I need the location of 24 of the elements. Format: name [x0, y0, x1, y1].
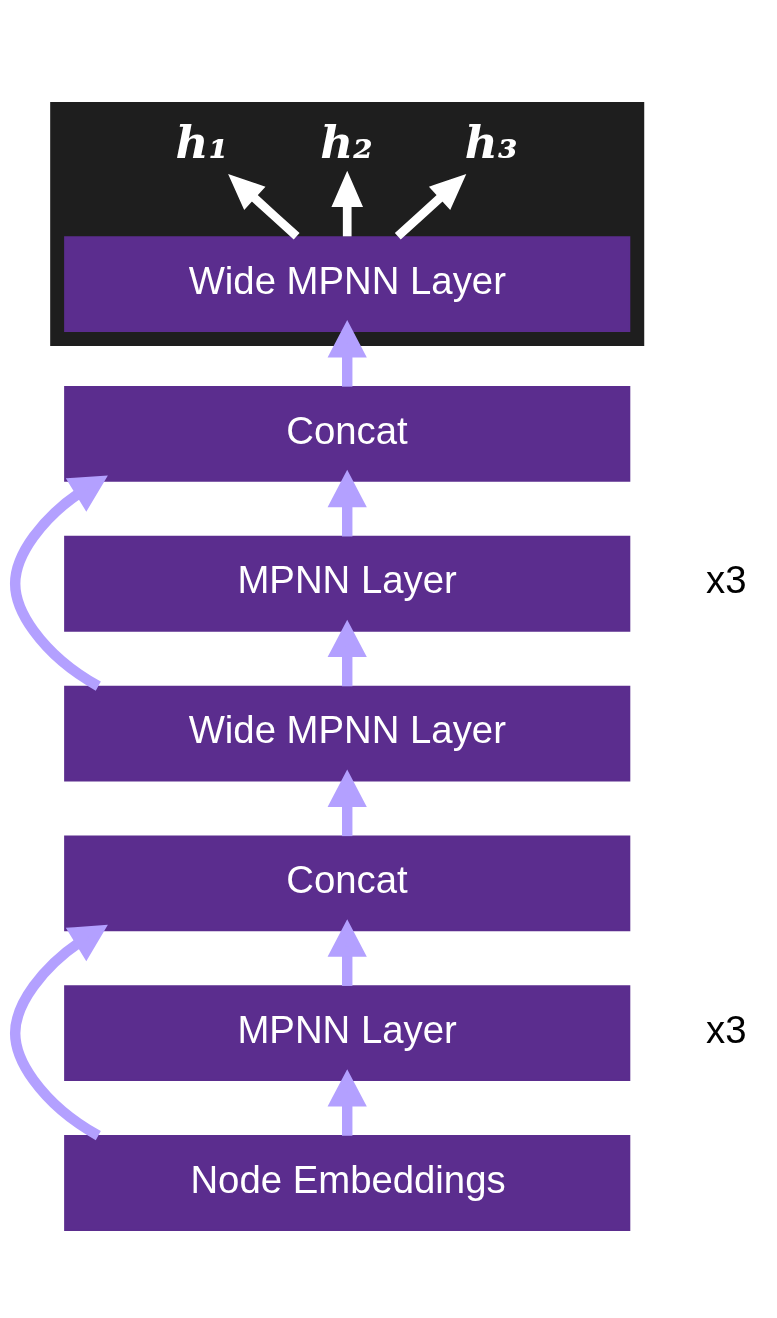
arrow [327, 469, 367, 536]
node-text: h₁ [175, 114, 229, 169]
arrow [327, 769, 367, 836]
arrow [327, 619, 367, 686]
node-text: h₂ [320, 114, 373, 169]
node-box: Concat [64, 834, 631, 931]
node-label: x3 [706, 557, 747, 601]
arrow [228, 173, 300, 240]
arrow [331, 170, 364, 236]
node-box: MPNN Layer [64, 984, 631, 1081]
arrow [327, 918, 367, 986]
node-text: h₃ [464, 114, 518, 169]
arrow [10, 474, 108, 691]
cluster [50, 101, 645, 346]
node-box: Wide MPNN Layer [64, 235, 631, 332]
arrow [394, 173, 467, 240]
node-box: Concat [64, 385, 631, 482]
arrow [327, 319, 367, 387]
node-box: Wide MPNN Layer [64, 685, 631, 781]
node-label: x3 [706, 1007, 747, 1051]
arrow [327, 1068, 367, 1136]
node-box: MPNN Layer [64, 535, 631, 632]
arrow [10, 924, 108, 1140]
node-box: Node Embeddings [64, 1134, 631, 1231]
